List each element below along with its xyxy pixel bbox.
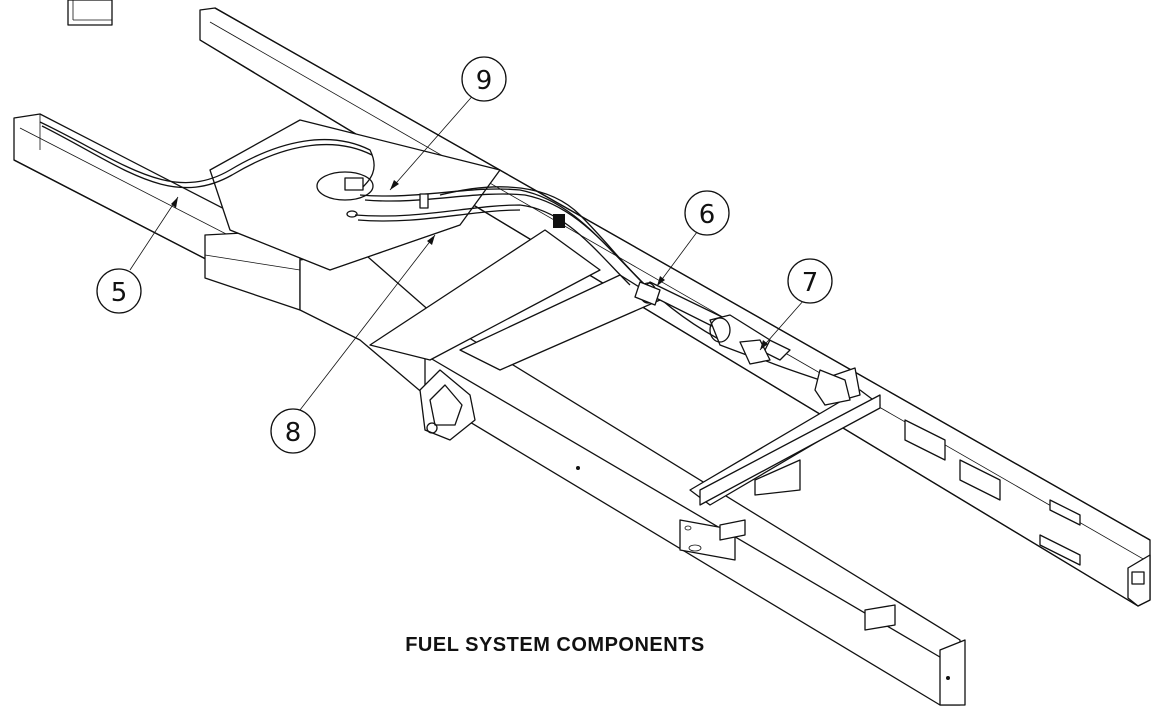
- callout-9-label: 9: [476, 66, 493, 96]
- callout-7-label: 7: [802, 268, 819, 298]
- diagram-caption: FUEL SYSTEM COMPONENTS: [405, 634, 705, 656]
- callout-9: 9: [461, 56, 507, 102]
- callout-5: 5: [96, 268, 142, 314]
- fuel-tank: [209, 119, 501, 271]
- front-frame-rail: [299, 249, 966, 706]
- callout-5-label: 5: [111, 278, 128, 308]
- callout-6: 6: [684, 190, 730, 236]
- callout-7: 7: [787, 258, 833, 304]
- leader-lines: [129, 91, 805, 411]
- spring-hanger: [419, 369, 476, 441]
- cross-members: [369, 229, 881, 506]
- callout-8-label: 8: [285, 418, 302, 448]
- callout-6-label: 6: [699, 200, 716, 230]
- fuel-lines: [39, 121, 821, 381]
- fuel-pump: [709, 314, 851, 406]
- callout-8: 8: [270, 408, 316, 454]
- corner-box: [67, 0, 113, 26]
